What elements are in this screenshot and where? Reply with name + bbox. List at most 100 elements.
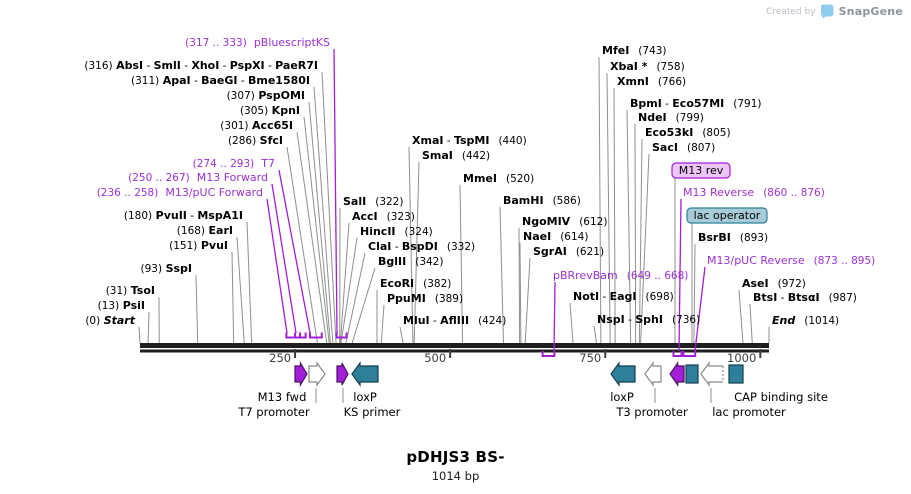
enzyme-label-apai-baegi-bme1580i[interactable]: (311) ApaI - BaeGI - Bme1580I xyxy=(131,74,310,87)
enzyme-site-leader-acc65i xyxy=(296,131,328,344)
enzyme-label-sfci[interactable]: (286) SfcI xyxy=(228,134,283,147)
enzyme-site-leader-kpni xyxy=(303,116,330,344)
enzyme-site-leader-asei xyxy=(738,289,744,344)
enzyme-label-psii[interactable]: (13) PsiI xyxy=(98,299,145,312)
enzyme-label-asei[interactable]: AseI(972) xyxy=(742,277,806,290)
sequence-backbone xyxy=(140,343,769,348)
m13-rev-arrow[interactable] xyxy=(669,361,685,387)
enzyme-site-leader-absi xyxy=(321,71,337,344)
enzyme-label-absi-smli-xhoi-pspxi-paer7i[interactable]: (316) AbsI - SmlI - XhoI - PspXI - PaeR7… xyxy=(84,59,318,72)
enzyme-site-leader-ndei xyxy=(634,123,637,344)
enzyme-label-ndei[interactable]: NdeI(799) xyxy=(638,111,704,124)
enzyme-label-saci[interactable]: SacI(807) xyxy=(652,141,715,154)
enzyme-site-leader-noti xyxy=(569,302,574,344)
m13-puc-forward-leader xyxy=(266,198,288,334)
enzyme-site-leader-ppumi xyxy=(380,304,385,344)
lac-promoter-arrow[interactable] xyxy=(700,361,723,387)
t7-range-bracket xyxy=(308,332,323,339)
enzyme-label-noti-eagi[interactable]: NotI - EagI(698) xyxy=(573,290,674,303)
m13-puc-reverse-leader xyxy=(694,266,706,352)
snapgene-logo-icon xyxy=(820,4,834,19)
lac-operator-box[interactable] xyxy=(686,207,768,224)
primer-label-pbluescriptks[interactable]: (317 .. 333)pBluescriptKS xyxy=(185,36,330,49)
enzyme-label-bamhi[interactable]: BamHI(586) xyxy=(503,194,581,207)
enzyme-label-bsrbi[interactable]: BsrBI(893) xyxy=(698,231,768,244)
loxp-arrow-2[interactable] xyxy=(610,361,636,387)
pbrrevbam-range-bracket xyxy=(541,351,556,357)
primer-label-m13-reverse[interactable]: M13 Reverse(860 .. 876) xyxy=(683,186,825,199)
enzyme-site-leader-sfci xyxy=(286,146,318,344)
enzyme-label-mmei[interactable]: MmeI(520) xyxy=(463,172,534,185)
enzyme-label-naei[interactable]: NaeI(614) xyxy=(523,230,588,243)
enzyme-label-sali[interactable]: SalI(322) xyxy=(343,195,403,208)
enzyme-site-leader-apai xyxy=(313,86,334,344)
ruler-label: 250 xyxy=(269,351,291,365)
pbrrevbam-leader xyxy=(553,281,556,352)
m13-puc-reverse-range-bracket xyxy=(680,351,697,357)
t7-promoter-arrow[interactable] xyxy=(308,361,326,387)
sequence-backbone-2 xyxy=(140,349,769,353)
enzyme-label-pvui[interactable]: (151) PvuI xyxy=(169,239,228,252)
enzyme-label-eco53ki[interactable]: Eco53kI(805) xyxy=(645,126,731,139)
enzyme-label-btsi-bts-i[interactable]: BtsI - BtsαI(987) xyxy=(753,291,857,304)
enzyme-site-leader-mfei xyxy=(598,56,602,344)
t7-leader xyxy=(278,169,311,334)
enzyme-site-leader-xmai xyxy=(408,146,414,344)
ks-primer-arrow[interactable] xyxy=(336,362,349,386)
enzyme-label-eari[interactable]: (168) EarI xyxy=(177,224,233,237)
primer-label-m13-puc-forward[interactable]: (236 .. 258)M13/pUC Forward xyxy=(97,186,263,199)
enzyme-label-ecori[interactable]: EcoRI(382) xyxy=(380,277,451,290)
enzyme-label-clai-bspdi[interactable]: ClaI - BspDI(332) xyxy=(368,240,475,253)
t3-promoter-arrow[interactable] xyxy=(644,361,662,387)
primer-label-m13-puc-reverse[interactable]: M13/pUC Reverse(873 .. 895) xyxy=(707,254,875,267)
feature-label-t3-promoter: T3 promoter xyxy=(615,405,688,419)
enzyme-label-end[interactable]: End(1014) xyxy=(772,314,839,327)
enzyme-label-xmni[interactable]: XmnI(766) xyxy=(617,75,686,88)
primer-label-pbrrevbam[interactable]: pBRrevBam(649 .. 668) xyxy=(553,269,688,282)
enzyme-label-pvuii-mspa1i[interactable]: (180) PvuII - MspA1I xyxy=(124,209,243,222)
enzyme-site-leader-pspomi xyxy=(308,101,331,344)
enzyme-label-hincii[interactable]: HincII(324) xyxy=(360,225,433,238)
enzyme-site-leader-sgrai xyxy=(524,257,531,344)
m13-rev-box[interactable] xyxy=(671,162,731,179)
m13-reverse-range-bracket xyxy=(672,351,685,357)
loxp-arrow-1[interactable] xyxy=(351,361,379,387)
enzyme-label-xbai[interactable]: XbaI *(758) xyxy=(610,60,685,73)
feature-label-m13-fwd: M13 fwd xyxy=(258,390,307,404)
enzyme-label-xmai-tspmi[interactable]: XmaI - TspMI(440) xyxy=(412,134,527,147)
enzyme-label-kpni[interactable]: (305) KpnI xyxy=(240,104,300,117)
m13-fwd-arrow[interactable] xyxy=(294,360,308,388)
enzyme-label-bglii[interactable]: BglII(342) xyxy=(378,255,443,268)
enzyme-label-sgrai[interactable]: SgrAI(621) xyxy=(533,245,604,258)
enzyme-site-leader-bsrbi xyxy=(693,243,696,344)
primer-label-m13-forward[interactable]: (250 .. 267)M13 Forward xyxy=(128,171,268,184)
ruler-label: 750 xyxy=(579,351,601,365)
enzyme-label-tsoi[interactable]: (31) TsoI xyxy=(106,284,155,297)
lac-operator-block[interactable] xyxy=(685,364,699,384)
enzyme-label-sspi[interactable]: (93) SspI xyxy=(141,262,193,275)
enzyme-label-ppumi[interactable]: PpuMI(389) xyxy=(387,292,463,305)
enzyme-label-mfei[interactable]: MfeI(743) xyxy=(602,44,667,57)
cap-binding-site-block[interactable] xyxy=(728,364,744,384)
enzyme-site-leader-eari xyxy=(236,236,245,344)
m13-rev-box-label: M13 rev xyxy=(679,164,724,177)
enzyme-label-mlui-afliii[interactable]: MluI - AflIII(424) xyxy=(403,314,506,327)
enzyme-label-start[interactable]: (0) Start xyxy=(85,314,135,327)
feature-label-loxp: loxP xyxy=(610,390,634,404)
created-by-text: Created by xyxy=(766,6,816,17)
pbluescriptks-range-bracket xyxy=(335,332,348,339)
enzyme-label-pspomi[interactable]: (307) PspOMI xyxy=(227,89,305,102)
enzyme-site-leader-naei xyxy=(519,242,522,344)
enzyme-label-acci[interactable]: AccI(323) xyxy=(352,210,415,223)
enzyme-site-leader-sspi xyxy=(195,274,199,344)
enzyme-site-leader-acci xyxy=(339,222,350,344)
enzyme-label-acc65i[interactable]: (301) Acc65I xyxy=(220,119,293,132)
primer-label-t7[interactable]: (274 .. 293)T7 xyxy=(193,157,275,170)
enzyme-label-ngomiv[interactable]: NgoMIV(612) xyxy=(522,215,607,228)
enzyme-site-leader-psii xyxy=(147,311,150,344)
enzyme-label-smai[interactable]: SmaI(442) xyxy=(422,149,490,162)
feature-label-lac-promoter: lac promoter xyxy=(712,405,786,419)
enzyme-label-bpmi-eco57mi[interactable]: BpmI - Eco57MI(791) xyxy=(630,97,761,110)
enzyme-label-nspi-sphi[interactable]: NspI - SphI(736) xyxy=(597,313,700,326)
